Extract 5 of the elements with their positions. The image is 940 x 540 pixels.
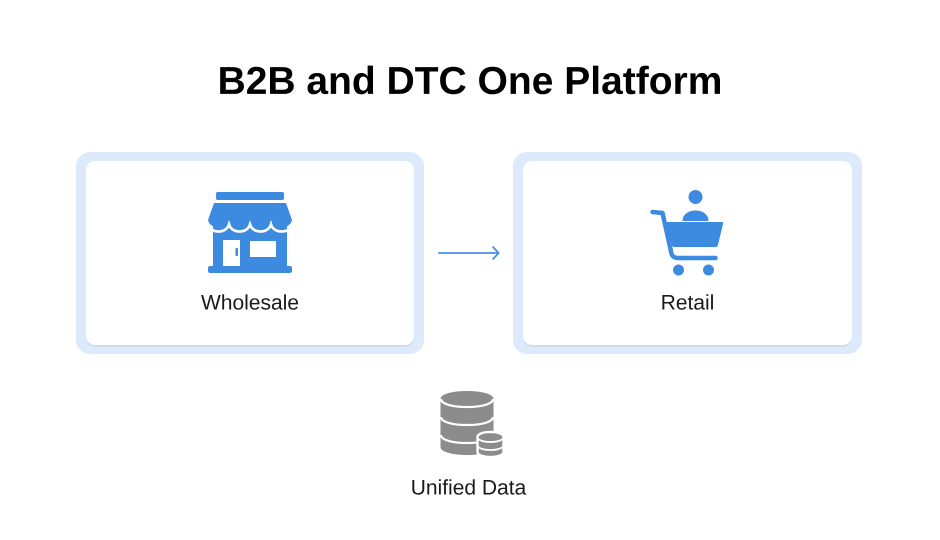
process-box: Retail [513,152,862,354]
arrow [438,246,500,260]
process-box: Wholesale [76,152,424,354]
icon-label: Unified Data [412,479,526,495]
title: B2B and DTC One Platform [220,66,720,94]
